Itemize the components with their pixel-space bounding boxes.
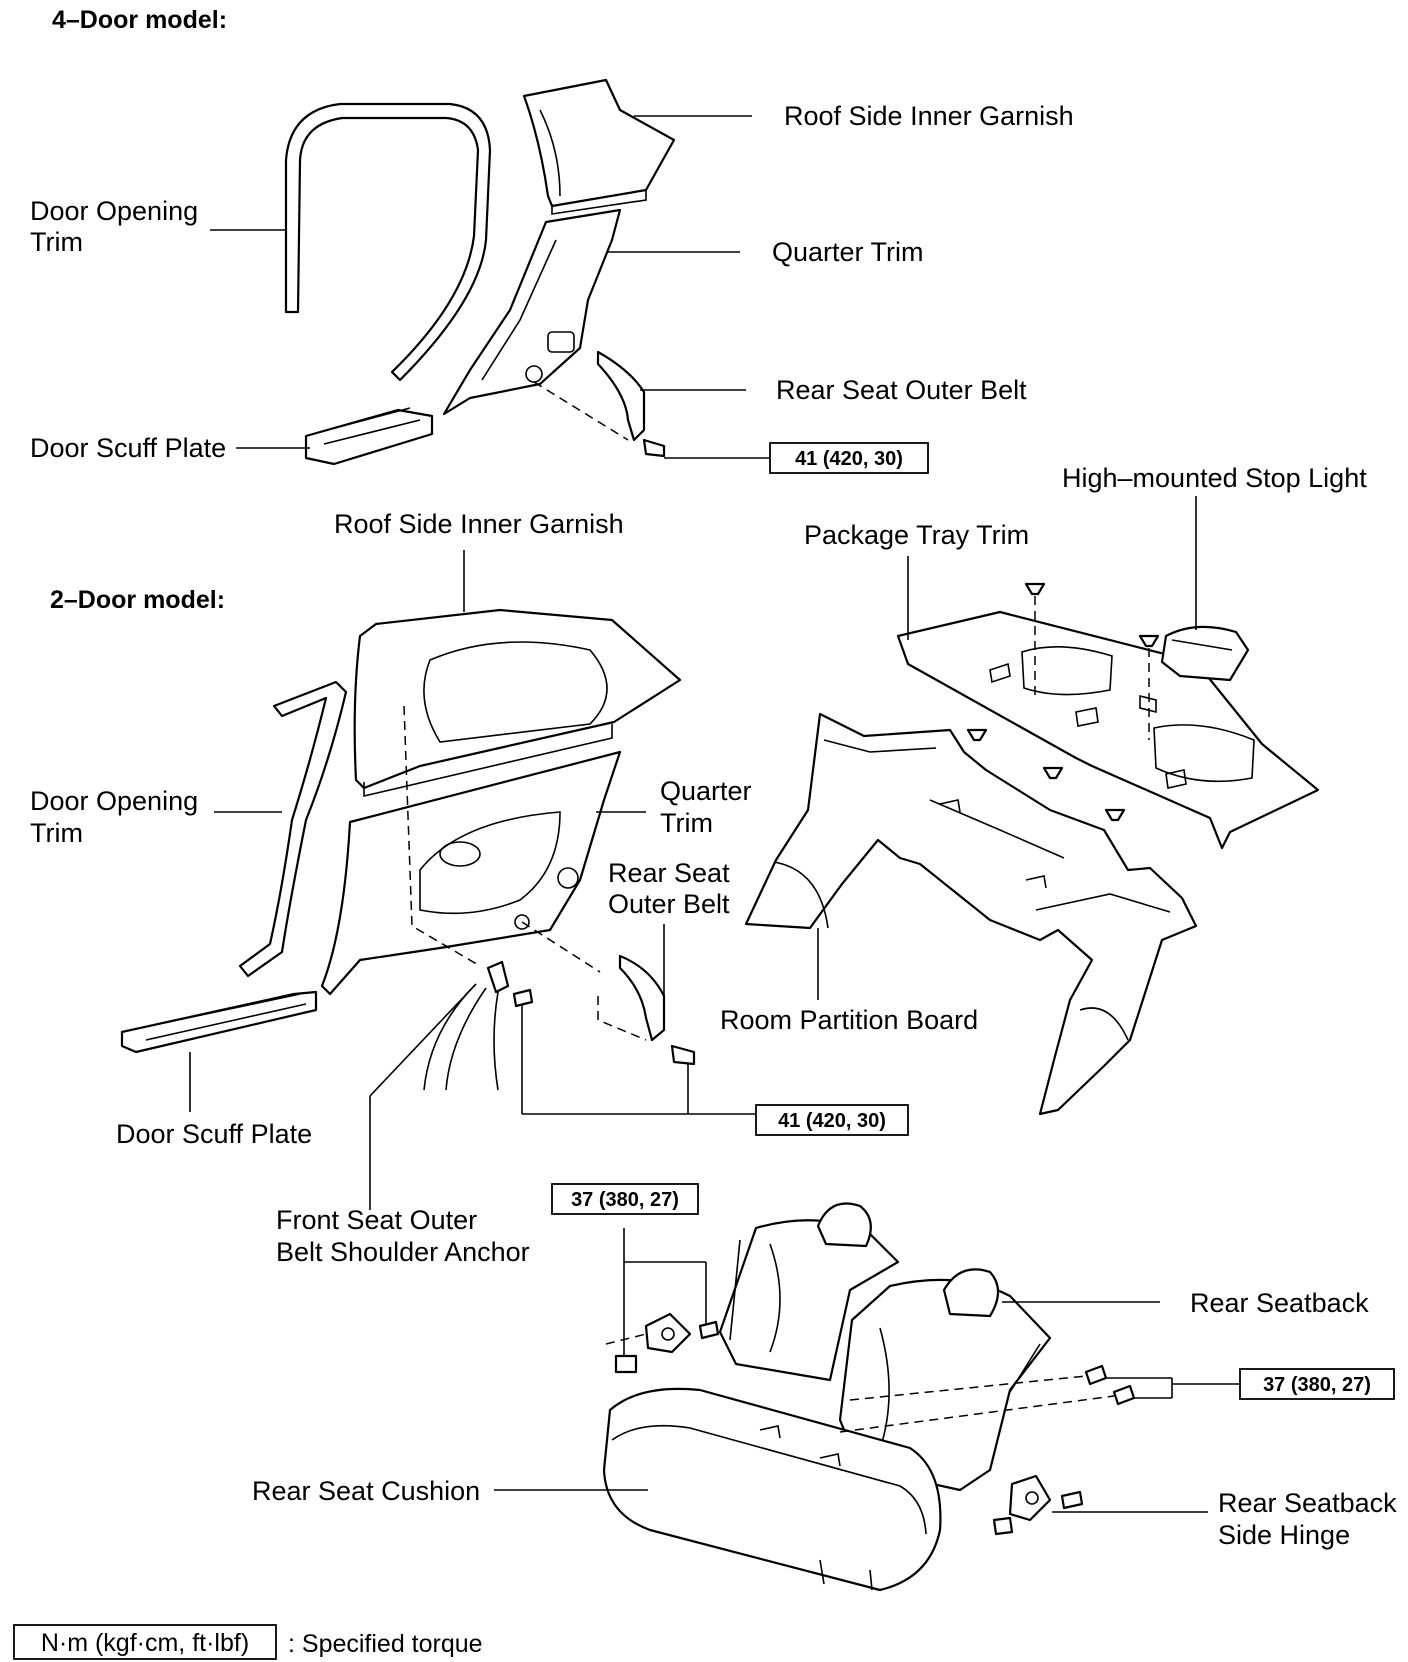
package-tray-clips	[966, 582, 1160, 822]
label-rear-seatback: Rear Seatback	[1190, 1288, 1369, 1318]
label-rear-seat-cushion: Rear Seat Cushion	[252, 1476, 480, 1506]
room-partition-board	[744, 712, 1198, 1116]
label-two-door-rear-seat-outer-belt-line1: Rear Seat	[608, 858, 730, 888]
high-mounted-stop-light	[1160, 625, 1250, 682]
seat-torque-box-right: 37 (380, 27)	[1239, 1368, 1395, 1400]
seat-torque-value-left: 37 (380, 27)	[571, 1189, 679, 1211]
label-four-door-door-opening-trim-line2: Trim	[30, 227, 83, 257]
two-door-door-scuff-plate	[120, 990, 318, 1054]
two-door-heading: 2–Door model:	[50, 586, 225, 614]
label-two-door-door-opening-trim-line1: Door Opening	[30, 786, 198, 816]
label-room-partition-board: Room Partition Board	[720, 1005, 978, 1035]
label-two-door-rear-seat-outer-belt-line2: Outer Belt	[608, 889, 730, 919]
torque-legend: N·m (kgf·cm, ft·lbf) : Specified torque	[13, 1624, 483, 1660]
label-four-door-rear-seat-outer-belt: Rear Seat Outer Belt	[776, 375, 1027, 405]
four-door-heading: 4–Door model:	[52, 6, 227, 34]
rear-seatback	[718, 1202, 1052, 1492]
label-four-door-door-scuff-plate: Door Scuff Plate	[30, 433, 226, 463]
label-two-door-front-seat-anchor-line1: Front Seat Outer	[276, 1205, 477, 1235]
four-door-quarter-trim	[442, 208, 622, 416]
label-two-door-quarter-trim-line2: Trim	[660, 808, 713, 838]
label-four-door-quarter-trim: Quarter Trim	[772, 237, 924, 267]
seat-hinge-bracket-left	[614, 1312, 720, 1374]
label-two-door-door-opening-trim-line2: Trim	[30, 818, 83, 848]
label-high-mounted-stop-light: High–mounted Stop Light	[1062, 463, 1367, 493]
label-two-door-front-seat-anchor-line2: Belt Shoulder Anchor	[276, 1237, 530, 1267]
label-side-hinge-line2: Side Hinge	[1218, 1520, 1350, 1550]
seat-torque-box-left: 37 (380, 27)	[551, 1183, 699, 1215]
label-four-door-door-opening-trim-line1: Door Opening	[30, 196, 198, 226]
four-door-torque-value: 41 (420, 30)	[795, 448, 903, 470]
four-door-roof-side-inner-garnish	[522, 78, 676, 215]
two-door-roof-side-inner-garnish	[353, 608, 682, 798]
four-door-torque-box: 41 (420, 30)	[769, 442, 929, 474]
label-side-hinge-line1: Rear Seatback	[1218, 1488, 1397, 1518]
legend-meaning: : Specified torque	[288, 1630, 483, 1658]
label-two-door-door-scuff-plate: Door Scuff Plate	[116, 1119, 312, 1149]
label-four-door-roof-side-inner-garnish: Roof Side Inner Garnish	[784, 101, 1074, 131]
two-door-front-seat-anchor	[423, 960, 510, 1091]
rear-seatback-side-hinge	[992, 1474, 1084, 1536]
two-door-torque-value: 41 (420, 30)	[778, 1110, 886, 1132]
two-door-torque-box: 41 (420, 30)	[755, 1104, 909, 1136]
two-door-quarter-trim	[320, 750, 622, 996]
four-door-door-opening-trim	[284, 102, 492, 382]
four-door-rear-seat-outer-belt	[596, 350, 666, 458]
legend-unit: N·m (kgf·cm, ft·lbf)	[41, 1629, 249, 1657]
two-door-rear-seat-outer-belt	[618, 954, 696, 1066]
four-door-door-scuff-plate	[304, 407, 434, 466]
label-package-tray-trim: Package Tray Trim	[804, 520, 1029, 550]
label-two-door-roof-side-inner-garnish: Roof Side Inner Garnish	[334, 509, 624, 539]
label-two-door-quarter-trim-line1: Quarter	[660, 776, 752, 806]
rear-seat-cushion	[602, 1387, 942, 1592]
seat-torque-value-right: 37 (380, 27)	[1263, 1374, 1371, 1396]
two-door-door-opening-trim	[238, 680, 348, 978]
